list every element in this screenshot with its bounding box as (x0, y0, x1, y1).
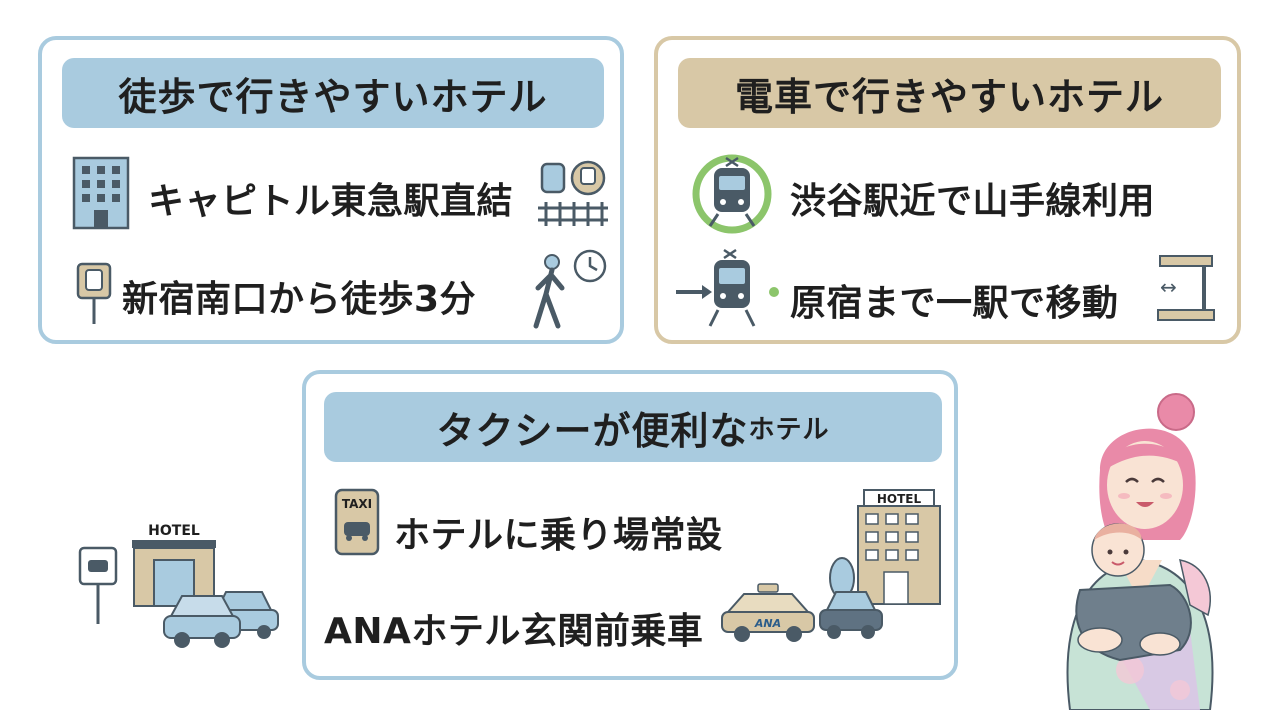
taxi-sign-label: TAXI (342, 497, 372, 511)
walking-item-2: 新宿南口から徒歩3分 (122, 279, 477, 320)
car-icon (816, 586, 886, 642)
walking-hotel-header: 徒歩で行きやすいホテル (62, 58, 604, 128)
walking-hotel-card: 徒歩で行きやすいホテル キャピトル東急駅直結 (38, 36, 624, 344)
hotel-right-label: HOTEL (877, 492, 922, 506)
station-platform-icon: ↔ (1156, 254, 1216, 324)
double-arrow-glyph: ↔ (1160, 275, 1177, 299)
ana-brand-label: ANA (754, 617, 781, 630)
train-hotel-header: 電車で行きやすいホテル (678, 58, 1221, 128)
taxi-item-2: ANAホテル玄関前乗車 (324, 611, 704, 652)
taxi-hotel-header: タクシーが便利なホテル (324, 392, 942, 462)
office-building-icon (66, 152, 136, 232)
train-item-2: 原宿まで一駅で移動 (790, 283, 1119, 324)
train-arrow-icon (674, 248, 784, 332)
train-circle-icon (690, 152, 774, 236)
taxi-item-1: ホテルに乗り場常設 (394, 515, 723, 556)
ana-taxi-icon: ANA (718, 582, 818, 644)
hotel-taxi-stand-illustration: HOTEL (76, 520, 286, 650)
taxi-sign-icon: TAXI (332, 488, 382, 560)
train-item-1: 渋谷駅近で山手線利用 (790, 181, 1156, 222)
walking-item-1: キャピトル東急駅直結 (148, 181, 514, 222)
taxi-hotel-card: タクシーが便利なホテル TAXI ホテルに乗り場常設 ANAホテル玄関前乗車 (302, 370, 958, 680)
walking-person-clock-icon (524, 248, 614, 332)
mother-baby-illustration (1040, 390, 1240, 710)
taxi-header-small: ホテル (748, 414, 830, 445)
hotel-building-right-icon: HOTEL (820, 486, 944, 606)
hotel-left-label: HOTEL (148, 523, 200, 539)
taxi-header-main: タクシーが便利な (436, 408, 749, 453)
train-hotel-card: 電車で行きやすいホテル 渋谷駅近で山手線利用 原宿まで一駅で移動 (654, 36, 1241, 344)
train-rail-icon (536, 158, 610, 230)
bus-stop-sign-icon (74, 262, 114, 326)
